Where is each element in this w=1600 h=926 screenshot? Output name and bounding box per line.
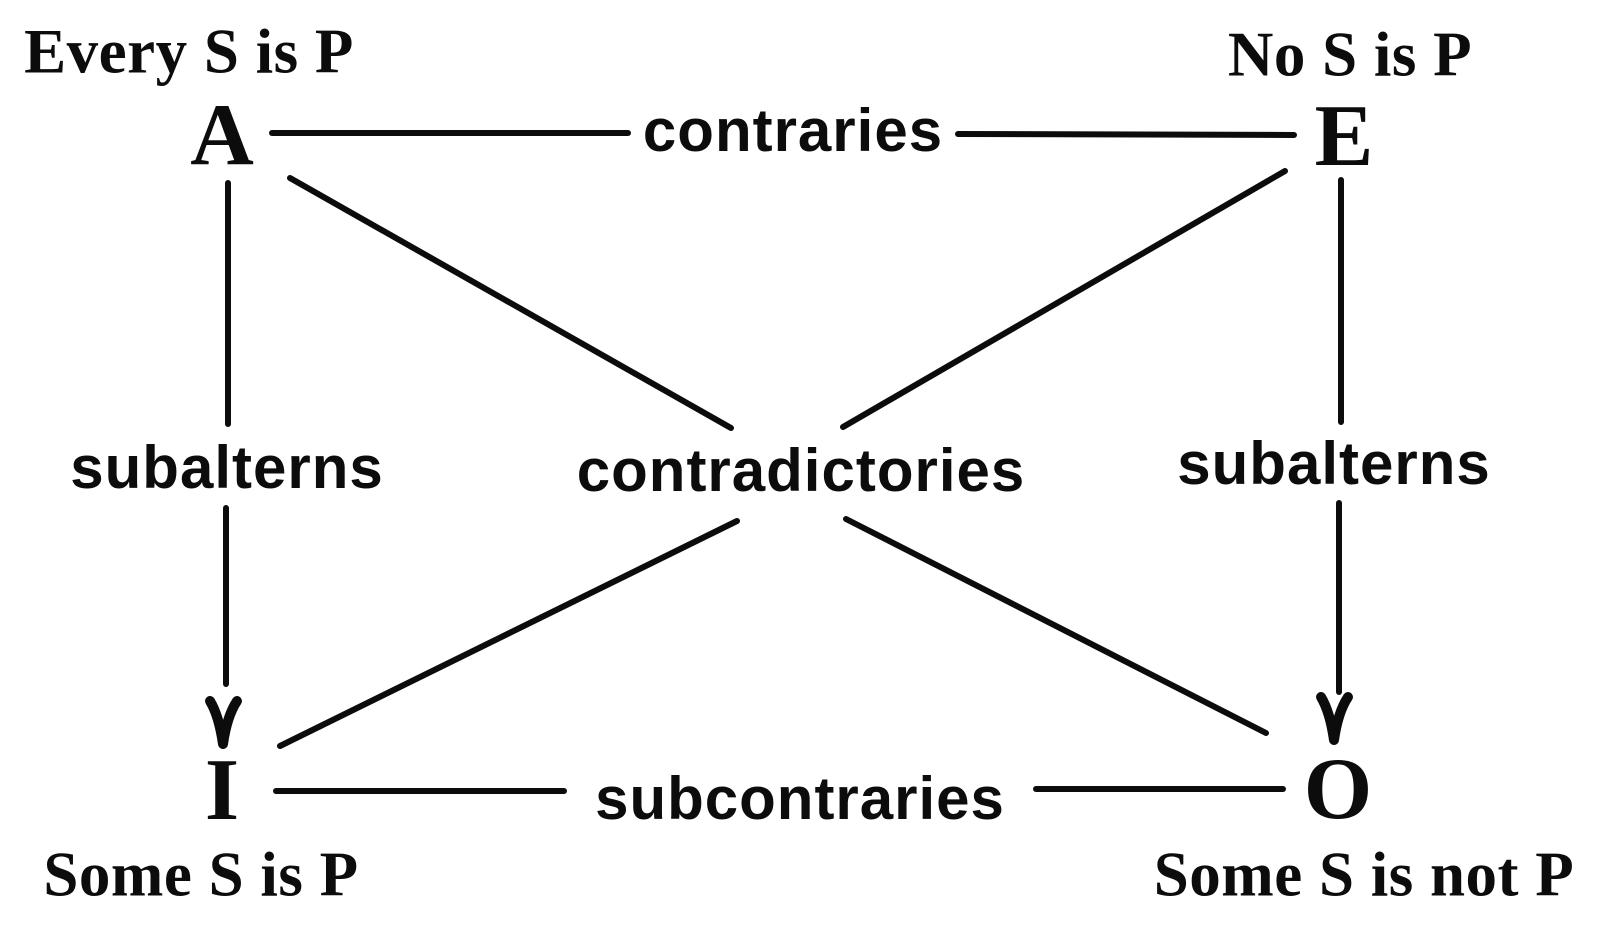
node-letter-i: I bbox=[204, 742, 240, 839]
node-letter-e: E bbox=[1314, 88, 1374, 185]
relation-label-subalterns-right: subalterns bbox=[1177, 430, 1491, 497]
statement-a: Every S is P bbox=[24, 16, 354, 87]
arrowhead-down-right-icon bbox=[1316, 692, 1353, 745]
contradictory-line-center-to-o bbox=[843, 516, 1269, 736]
node-letter-a: A bbox=[190, 87, 254, 184]
relation-label-contraries: contraries bbox=[642, 97, 944, 164]
arrowhead-down-left-icon bbox=[205, 696, 242, 749]
contradictory-line-a-to-center bbox=[287, 175, 734, 431]
relation-label-contradictories: contradictories bbox=[576, 437, 1026, 504]
statement-e: No S is P bbox=[1227, 19, 1473, 90]
relation-label-subalterns-left: subalterns bbox=[70, 434, 384, 501]
relation-label-subcontraries: subcontraries bbox=[595, 765, 1005, 832]
contradictory-line-center-to-i bbox=[277, 518, 740, 749]
node-letter-o: O bbox=[1303, 741, 1373, 838]
statement-i: Some S is P bbox=[43, 839, 359, 910]
contradictory-line-e-to-center bbox=[840, 168, 1288, 430]
contraries-line-right bbox=[955, 131, 1297, 138]
statement-o: Some S is not P bbox=[1153, 839, 1575, 910]
